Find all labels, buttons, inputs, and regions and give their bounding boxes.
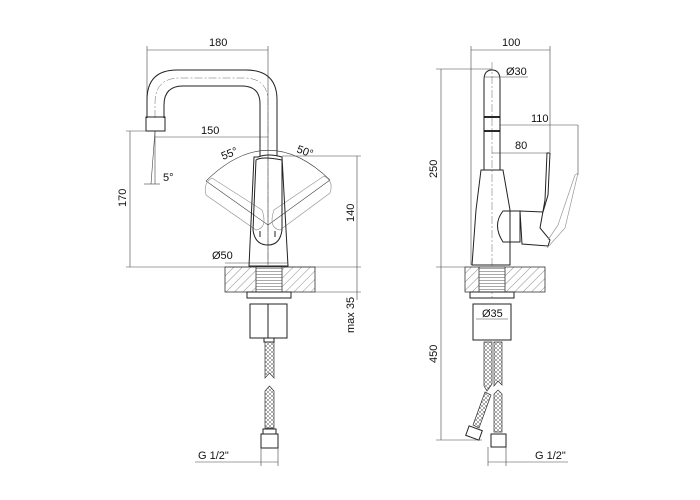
dim-250-label: 250: [428, 160, 440, 178]
supply-hose: [260, 337, 279, 449]
dim-150: 150: [155, 125, 268, 138]
dim-max-35: max 35: [315, 267, 361, 333]
dim-dia-30-label: Ø30: [506, 66, 527, 78]
body-side: [471, 152, 579, 266]
thread-g12-side: G 1/2": [487, 447, 568, 466]
thread-g12-side-label: G 1/2": [535, 450, 566, 462]
dim-140: 140: [282, 155, 361, 267]
spout-side: [483, 62, 501, 300]
side-view: 100 250 Ø30 110 80: [428, 37, 579, 466]
dim-110: 110: [500, 113, 579, 175]
dim-170: 170: [117, 130, 147, 267]
dim-170-label: 170: [117, 189, 129, 207]
dim-100: 100: [470, 37, 551, 265]
dim-dia-50: Ø50: [212, 250, 288, 264]
dim-100-label: 100: [502, 37, 520, 49]
dim-450: 450: [428, 267, 482, 441]
countertop-section: [224, 266, 316, 299]
dim-dia-50-label: Ø50: [212, 250, 233, 262]
mounting-nut: [249, 303, 288, 339]
dim-dia-30: Ø30: [484, 66, 528, 78]
angle-50-label: 50°: [295, 144, 315, 161]
thread-g12-front-label: G 1/2": [198, 450, 229, 462]
countertop-section-side: [436, 266, 546, 299]
dim-450-label: 450: [428, 345, 440, 363]
spout: [145, 69, 278, 265]
angle-5-label: 5°: [163, 172, 174, 184]
dim-140-label: 140: [345, 204, 357, 222]
dim-150-label: 150: [201, 125, 219, 137]
faucet-body: [248, 154, 289, 267]
angle-5: 5°: [144, 130, 174, 185]
angle-55-label: 55°: [220, 145, 240, 162]
dim-max-35-label: max 35: [345, 297, 357, 333]
supply-hoses-side: [465, 341, 507, 448]
dim-80: 80: [492, 140, 550, 154]
front-view: 180 150 170 5°: [117, 37, 361, 466]
dim-250: 250: [428, 68, 492, 267]
dim-110-label: 110: [531, 113, 549, 125]
thread-g12-front: G 1/2": [195, 448, 279, 466]
dim-80-label: 80: [515, 140, 527, 152]
mounting-nut-side: Ø35: [472, 303, 512, 341]
dim-dia-35-label: Ø35: [482, 308, 503, 320]
dim-180-label: 180: [209, 37, 227, 49]
